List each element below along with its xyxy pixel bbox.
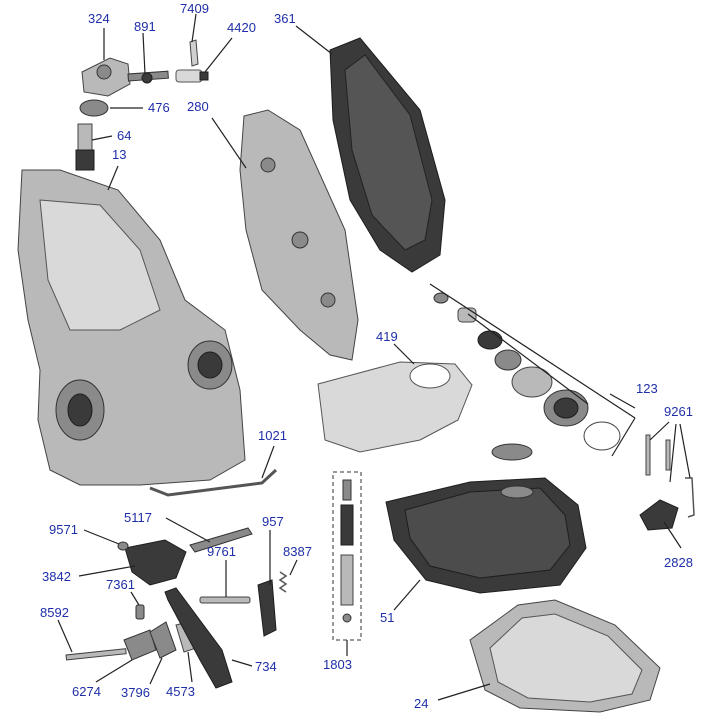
part-361-cover	[329, 37, 446, 273]
part-5117-link	[189, 527, 253, 553]
part-1803-valve-kit	[332, 471, 362, 641]
part-4420-sensor	[175, 69, 209, 83]
callout-8592: 8592	[40, 605, 69, 620]
part-324-housing	[81, 57, 131, 97]
part-476-gear	[79, 99, 109, 117]
callout-51: 51	[380, 610, 395, 625]
part-2828-bracket	[639, 499, 679, 531]
part-8592-shaft	[65, 648, 127, 661]
part-9761-pin	[199, 596, 251, 604]
callout-4420: 4420	[227, 20, 256, 35]
part-1021-rod	[149, 468, 278, 497]
callout-324: 324	[88, 11, 110, 26]
callout-1803: 1803	[323, 657, 352, 672]
callout-3796: 3796	[121, 685, 150, 700]
part-64-pinion	[75, 123, 95, 171]
callout-9261: 9261	[664, 404, 693, 419]
callout-9571: 9571	[49, 522, 78, 537]
callout-361: 361	[274, 11, 296, 26]
callout-7409: 7409	[180, 1, 209, 16]
callout-957: 957	[262, 514, 284, 529]
part-957-lever	[257, 579, 277, 637]
callout-2828: 2828	[664, 555, 693, 570]
callout-8387: 8387	[283, 544, 312, 559]
callout-64: 64	[117, 128, 132, 143]
part-891-shaft	[127, 70, 169, 84]
part-13-case	[17, 169, 246, 486]
part-3842-lever	[124, 539, 187, 586]
callout-419: 419	[376, 329, 398, 344]
part-3796-link	[149, 621, 177, 659]
part-9571-clip	[117, 541, 129, 551]
part-419-gasket	[317, 361, 473, 453]
callout-123: 123	[636, 381, 658, 396]
part-9261-pins	[645, 434, 695, 518]
part-280-plate	[239, 109, 359, 361]
callout-5117: 5117	[124, 510, 152, 525]
callout-280: 280	[187, 99, 209, 114]
callout-476: 476	[148, 100, 170, 115]
leader-lines	[57, 13, 691, 701]
callout-6274: 6274	[72, 684, 101, 699]
callout-1021: 1021	[258, 428, 287, 443]
callout-891: 891	[134, 19, 156, 34]
part-6274-lever	[123, 629, 157, 661]
part-24-oil-pan	[469, 599, 661, 713]
callout-9761: 9761	[207, 544, 236, 559]
part-51-valve-body	[385, 477, 587, 594]
part-734-detent	[164, 587, 233, 689]
part-8387-spring	[278, 571, 288, 593]
callout-13: 13	[112, 147, 127, 162]
part-7409-clip	[189, 39, 199, 67]
part-7361-spring	[135, 604, 145, 620]
callout-24: 24	[414, 696, 429, 711]
callout-3842: 3842	[42, 569, 71, 584]
callout-4573: 4573	[166, 684, 195, 699]
callout-734: 734	[255, 659, 277, 674]
callout-7361: 7361	[106, 577, 135, 592]
